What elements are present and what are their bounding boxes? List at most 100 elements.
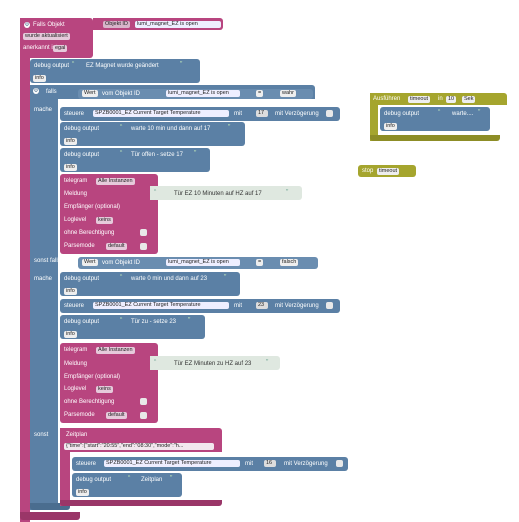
- timeout-unit-dropdown[interactable]: Sek: [462, 96, 476, 103]
- log-level-dropdown[interactable]: info: [64, 138, 77, 145]
- debug-output-1[interactable]: [30, 59, 200, 83]
- gear-icon[interactable]: ⚙: [24, 22, 30, 28]
- falls-label: falls: [46, 89, 57, 95]
- parsemode-dropdown[interactable]: default: [106, 412, 127, 419]
- telegram-block-1[interactable]: [60, 174, 158, 254]
- parsemode-dropdown[interactable]: default: [106, 243, 127, 250]
- log-level-dropdown[interactable]: info: [64, 164, 77, 171]
- value-field[interactable]: 17: [256, 110, 268, 117]
- delay-checkbox[interactable]: [326, 110, 333, 117]
- quote-open: “: [128, 475, 131, 482]
- debug-text[interactable]: Zeitplan: [141, 477, 163, 483]
- quote-close: ”: [228, 124, 231, 131]
- quote-open: “: [154, 189, 157, 196]
- log-level-dropdown[interactable]: info: [64, 331, 77, 338]
- object-id-label[interactable]: Objekt ID: [103, 21, 130, 28]
- trigger-bottom: [20, 512, 80, 520]
- object-id-field[interactable]: lumi_magnet_EZ is open: [135, 21, 221, 28]
- zeitplan-json-field[interactable]: {"time":{"start":"20:55","end":"08:30","…: [64, 443, 214, 450]
- stop-label: stop: [362, 168, 374, 174]
- target-field[interactable]: SPZB0001_EZ Current Target Temperature: [93, 110, 229, 117]
- debug-output-5[interactable]: [60, 315, 205, 339]
- message-text[interactable]: Tür EZ 10 Minuten auf HZ auf 17: [174, 191, 262, 197]
- message-text[interactable]: Tür EZ Minuten zu HZ auf 23: [174, 361, 252, 367]
- recipient-label: Empfänger (optional): [64, 374, 121, 380]
- parsemode-label: Parsemode: [64, 412, 95, 418]
- debug-text[interactable]: Tür zu - setze 23: [131, 319, 177, 325]
- from-object-label: vom Objekt ID: [102, 91, 141, 97]
- quote-close: ”: [194, 150, 197, 157]
- no-permission-label: ohne Berechtigung: [64, 230, 115, 236]
- debug-output-3[interactable]: [60, 148, 210, 172]
- loglevel-dropdown[interactable]: keins: [96, 217, 113, 224]
- quote-close: ”: [180, 61, 183, 68]
- zeitplan-bottom: [60, 500, 222, 506]
- debug-text[interactable]: warte 0 min und dann auf 23: [131, 276, 208, 282]
- object-id-field[interactable]: lumi_magnet_EZ is open: [166, 90, 240, 97]
- delay-label: mit Verzögerung: [275, 111, 319, 117]
- change-mode-dropdown[interactable]: wurde aktualisiert: [23, 33, 70, 40]
- delay-label: mit Verzögerung: [284, 461, 328, 467]
- if-bottom: [30, 503, 70, 510]
- instances-dropdown[interactable]: Alle Instanzen: [96, 347, 135, 354]
- ack-label: anerkannt ist: [23, 45, 58, 51]
- no-permission-checkbox[interactable]: [140, 398, 147, 405]
- delay-checkbox[interactable]: [326, 302, 333, 309]
- value-field[interactable]: 16: [264, 460, 276, 467]
- debug-text[interactable]: Tür offen - setze 17: [131, 152, 183, 158]
- gear-icon[interactable]: ⚙: [33, 88, 39, 94]
- log-level-dropdown[interactable]: info: [384, 123, 397, 130]
- delay-checkbox[interactable]: [336, 460, 343, 467]
- sonst-falls-label: sonst falls: [34, 258, 61, 264]
- loglevel-label: Loglevel: [64, 386, 87, 392]
- debug-output-2[interactable]: [60, 122, 245, 146]
- ack-dropdown[interactable]: egal: [53, 45, 68, 52]
- quote-open: “: [72, 61, 75, 68]
- target-field[interactable]: SPZB0001_EZ Current Target Temperature: [93, 302, 229, 309]
- message-label: Meldung: [64, 361, 88, 367]
- instances-dropdown[interactable]: Alle Instanzen: [96, 178, 135, 185]
- debug-output-6[interactable]: [72, 473, 182, 497]
- debug-text[interactable]: warte 10 min und dann auf 17: [131, 126, 211, 132]
- value-label[interactable]: Wert: [82, 90, 98, 97]
- object-id-field[interactable]: lumi_magnet_EZ is open: [166, 259, 240, 266]
- zeitplan-spine: [60, 428, 70, 506]
- debug-text[interactable]: EZ Magnet wurde geändert: [86, 63, 159, 69]
- sonst-label: sonst: [34, 432, 49, 438]
- timeout-bottom: [370, 135, 500, 141]
- telegram-label: telegram: [64, 347, 88, 353]
- log-level-dropdown[interactable]: info: [64, 288, 77, 295]
- quote-close: ”: [224, 274, 227, 281]
- target-field[interactable]: SPZB0001_EZ Current Target Temperature: [104, 460, 240, 467]
- value-dropdown[interactable]: wahr: [280, 90, 296, 97]
- in-label: in: [438, 96, 443, 102]
- timeout-name-field[interactable]: timeout: [408, 96, 431, 103]
- trigger-spine: [20, 18, 30, 522]
- log-level-dropdown[interactable]: info: [76, 489, 89, 496]
- value-dropdown[interactable]: falsch: [280, 259, 299, 266]
- operator-dropdown[interactable]: =: [256, 90, 264, 97]
- debug-text[interactable]: warte....: [452, 111, 474, 117]
- operator-dropdown[interactable]: =: [256, 259, 264, 266]
- log-level-dropdown[interactable]: info: [33, 75, 46, 82]
- telegram-block-2[interactable]: [60, 343, 158, 423]
- value-label[interactable]: Wert: [82, 259, 98, 266]
- debug-label: debug output: [64, 319, 100, 325]
- steuere-label: steuere: [76, 461, 97, 467]
- stop-timeout-dropdown[interactable]: timeout: [377, 168, 400, 175]
- debug-label: debug output: [384, 111, 420, 117]
- mit-label: mit: [234, 111, 242, 117]
- loglevel-label: Loglevel: [64, 217, 87, 223]
- parsemode-toggle[interactable]: [140, 243, 147, 250]
- timeout-amount-field[interactable]: 10: [446, 96, 457, 103]
- loglevel-dropdown[interactable]: keins: [96, 386, 113, 393]
- parsemode-toggle[interactable]: [140, 412, 147, 419]
- debug-label: debug output: [64, 126, 100, 132]
- mache-label: mache: [34, 276, 53, 282]
- debug-output-4[interactable]: [60, 272, 240, 296]
- delay-label: mit Verzögerung: [275, 303, 319, 309]
- no-permission-checkbox[interactable]: [140, 229, 147, 236]
- value-field[interactable]: 23: [256, 302, 268, 309]
- message-slot: [150, 186, 302, 200]
- timeout-debug-output[interactable]: [380, 107, 490, 131]
